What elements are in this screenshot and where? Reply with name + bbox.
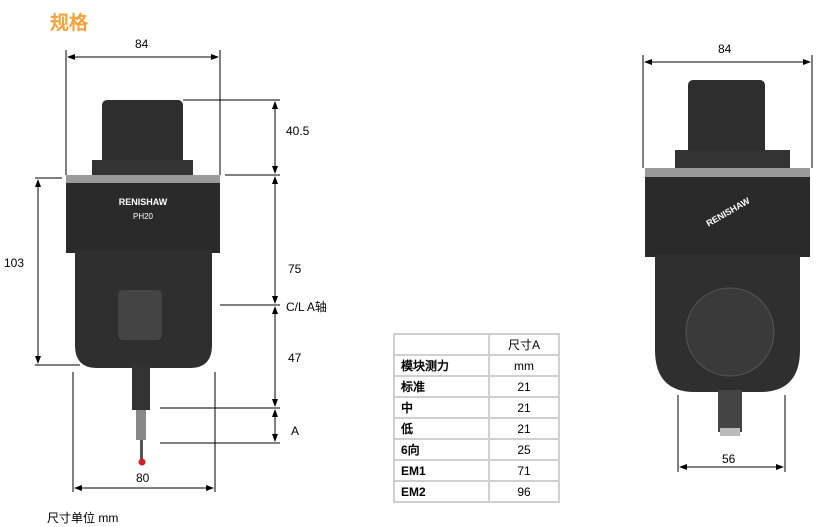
row-label: 6向 <box>393 438 490 461</box>
row-value: mm <box>488 354 560 377</box>
row-label: EM1 <box>393 459 490 482</box>
dim-a: A <box>291 424 300 438</box>
dim-height-top: 40.5 <box>286 124 310 138</box>
row-value: 21 <box>488 375 560 398</box>
table-header-row: 尺寸A <box>393 333 560 356</box>
right-dim-width-bottom: 56 <box>722 452 736 466</box>
row-value: 96 <box>488 480 560 503</box>
stylus-tip <box>138 458 146 466</box>
dimension-lines <box>35 50 813 492</box>
model-logo: PH20 <box>133 212 154 221</box>
row-value: 21 <box>488 417 560 440</box>
row-label: 低 <box>393 417 490 440</box>
row-label: EM2 <box>393 480 490 503</box>
dim-width-top: 84 <box>135 37 149 51</box>
row-value: 71 <box>488 459 560 482</box>
dim-width-bottom: 80 <box>136 471 150 485</box>
right-dim-width-top: 84 <box>718 42 732 56</box>
dim-height-body: 103 <box>4 256 25 270</box>
row-label: 模块测力 <box>393 354 490 377</box>
brand-logo: RENISHAW <box>119 197 168 207</box>
row-value: 25 <box>488 438 560 461</box>
table-header-cell: 尺寸A <box>488 333 560 356</box>
row-label: 标准 <box>393 375 490 398</box>
row-value: 21 <box>488 396 560 419</box>
table-header-cell <box>393 333 490 356</box>
dim-height-mid: 75 <box>288 262 302 276</box>
axis-label: C/L A轴 <box>286 300 327 314</box>
row-label: 中 <box>393 396 490 419</box>
right-device-image: RENISHAW <box>645 80 810 436</box>
units-note: 尺寸单位 mm <box>47 511 119 525</box>
dim-height-lower: 47 <box>288 351 302 365</box>
page-title: 规格 <box>50 13 89 34</box>
left-device-image: RENISHAW PH20 <box>66 100 220 466</box>
